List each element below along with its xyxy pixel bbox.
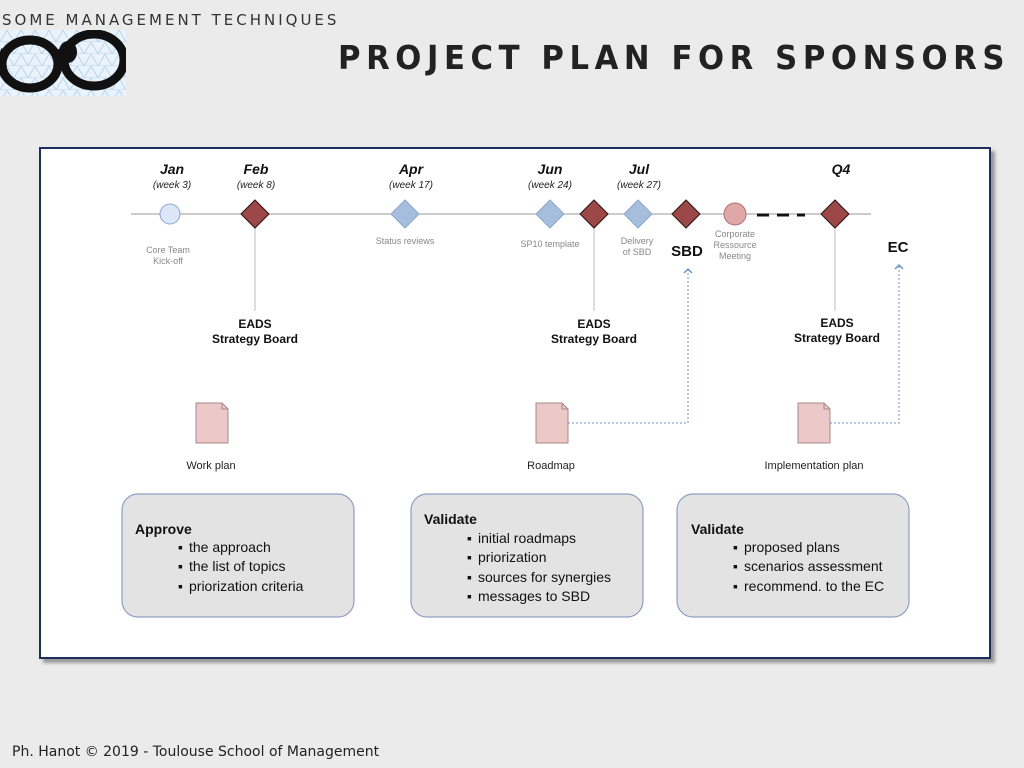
box-validate-roadmaps-item-3: sources for synergies bbox=[478, 569, 611, 585]
document-icon-work-plan bbox=[195, 402, 229, 444]
box-validate-roadmaps-title: Validate bbox=[424, 511, 477, 527]
week-apr: (week 17) bbox=[389, 180, 433, 191]
label-kickoff-1: Core Team bbox=[146, 245, 190, 255]
milestone-status-review bbox=[390, 199, 420, 229]
box-approve-bullet-2: ▪ bbox=[178, 558, 183, 574]
document-icon-implementation-plan bbox=[797, 402, 831, 444]
label-implementation-plan: Implementation plan bbox=[764, 460, 863, 472]
board-q4-line1: EADS bbox=[820, 316, 853, 330]
box-validate-plans-bullet-1: ▪ bbox=[733, 539, 738, 555]
month-jan: Jan bbox=[160, 161, 184, 177]
label-work-plan: Work plan bbox=[186, 460, 235, 472]
label-roadmap: Roadmap bbox=[527, 460, 575, 472]
document-fold-work-plan bbox=[221, 403, 228, 410]
box-approve-title: Approve bbox=[135, 521, 192, 537]
box-approve bbox=[121, 493, 355, 618]
milestone-kickoff bbox=[159, 203, 181, 225]
milestone-board-jun bbox=[579, 199, 609, 229]
label-status-reviews: Status reviews bbox=[376, 236, 435, 246]
board-q4-line2: Strategy Board bbox=[794, 331, 880, 345]
box-validate-plans-title: Validate bbox=[691, 521, 744, 537]
document-fold-roadmap bbox=[561, 403, 568, 410]
label-corporate-1: Corporate bbox=[715, 229, 755, 239]
box-validate-roadmaps-bullet-3: ▪ bbox=[467, 569, 472, 585]
box-approve-item-3: priorization criteria bbox=[189, 578, 304, 594]
board-feb-line1: EADS bbox=[238, 317, 271, 331]
label-kickoff-2: Kick-off bbox=[153, 256, 183, 266]
week-feb: (week 8) bbox=[237, 180, 275, 191]
box-validate-roadmaps-bullet-4: ▪ bbox=[467, 588, 472, 604]
label-sbd: SBD bbox=[671, 243, 703, 260]
box-validate-plans-item-2: scenarios assessment bbox=[744, 558, 883, 574]
box-validate-roadmaps-item-1: initial roadmaps bbox=[478, 530, 576, 546]
label-delivery-1: Delivery bbox=[621, 236, 654, 246]
diagram-panel: Jan (week 3) Feb (week 8) Apr (week 17) … bbox=[39, 147, 991, 659]
section-title: SOME MANAGEMENT TECHNIQUES bbox=[2, 11, 340, 29]
label-sp10: SP10 template bbox=[520, 239, 579, 249]
footer-credit: Ph. Hanot © 2019 - Toulouse School of Ma… bbox=[12, 744, 380, 760]
milestone-corporate bbox=[723, 202, 747, 226]
arrow-implementation-to-ec bbox=[830, 263, 904, 424]
milestone-sbd bbox=[671, 199, 701, 229]
milestone-delivery bbox=[623, 199, 653, 229]
label-corporate-2: Ressource bbox=[713, 240, 756, 250]
week-jul: (week 27) bbox=[617, 180, 661, 191]
month-jul: Jul bbox=[629, 161, 650, 177]
board-jun-line2: Strategy Board bbox=[551, 332, 637, 346]
box-validate-plans-item-1: proposed plans bbox=[744, 539, 840, 555]
box-approve-bullet-3: ▪ bbox=[178, 578, 183, 594]
board-jun-line1: EADS bbox=[577, 317, 610, 331]
box-validate-plans-bullet-2: ▪ bbox=[733, 558, 738, 574]
box-validate-plans-bullet-3: ▪ bbox=[733, 578, 738, 594]
box-validate-roadmaps-item-2: priorization bbox=[478, 549, 546, 565]
label-corporate-3: Meeting bbox=[719, 251, 751, 261]
slide-title: PROJECT PLAN FOR SPONSORS bbox=[338, 38, 1011, 77]
box-approve-item-1: the approach bbox=[189, 539, 271, 555]
box-approve-bullet-1: ▪ bbox=[178, 539, 183, 555]
month-apr: Apr bbox=[398, 161, 425, 177]
box-validate-plans bbox=[676, 493, 910, 618]
month-q4: Q4 bbox=[832, 161, 851, 177]
week-jun: (week 24) bbox=[528, 180, 572, 191]
month-feb: Feb bbox=[244, 161, 269, 177]
month-jun: Jun bbox=[538, 161, 563, 177]
box-validate-roadmaps-bullet-1: ▪ bbox=[467, 530, 472, 546]
box-validate-roadmaps-bullet-2: ▪ bbox=[467, 549, 472, 565]
box-validate-roadmaps-item-4: messages to SBD bbox=[478, 588, 590, 604]
label-ec: EC bbox=[888, 239, 909, 256]
milestone-board-q4 bbox=[820, 199, 850, 229]
document-icon-roadmap bbox=[535, 402, 569, 444]
document-fold-implementation-plan bbox=[823, 403, 830, 410]
label-delivery-2: of SBD bbox=[623, 247, 652, 257]
box-validate-plans-item-3: recommend. to the EC bbox=[744, 578, 884, 594]
box-approve-item-2: the list of topics bbox=[189, 558, 286, 574]
arrow-roadmap-to-sbd bbox=[568, 267, 693, 424]
box-validate-roadmaps bbox=[410, 493, 644, 618]
milestone-board-feb bbox=[240, 199, 270, 229]
week-jan: (week 3) bbox=[153, 180, 191, 191]
project-plan-diagram: Jan (week 3) Feb (week 8) Apr (week 17) … bbox=[121, 161, 910, 618]
glasses-logo bbox=[0, 30, 126, 96]
milestone-sp10 bbox=[535, 199, 565, 229]
board-feb-line2: Strategy Board bbox=[212, 332, 298, 346]
